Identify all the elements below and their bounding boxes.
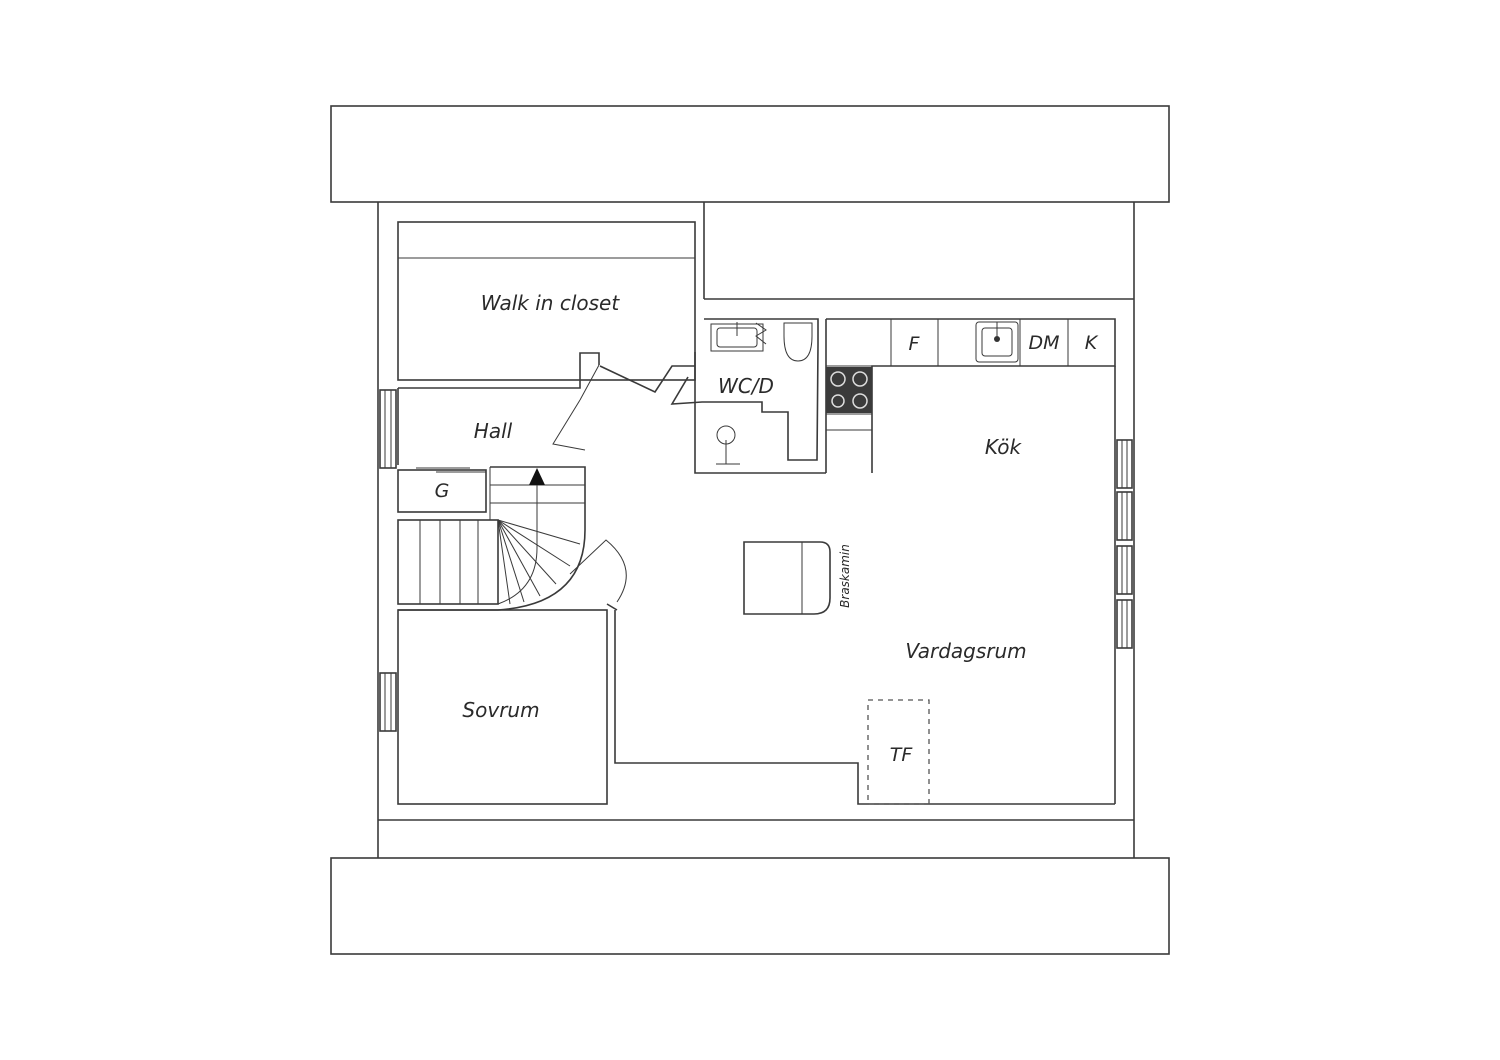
walk-in-closet-label: Walk in closet bbox=[481, 291, 621, 315]
wc-label: WC/D bbox=[718, 374, 774, 398]
freezer-label: K bbox=[1085, 332, 1099, 354]
sink-icon bbox=[975, 321, 1019, 363]
stove-icon bbox=[826, 367, 872, 413]
bedroom-label: Sovrum bbox=[462, 698, 539, 722]
wardrobe: G bbox=[397, 467, 487, 513]
walk-in-closet-room bbox=[397, 221, 696, 381]
living-room-label: Vardagsrum bbox=[905, 639, 1026, 663]
window-right-3 bbox=[1116, 545, 1133, 595]
bedroom-room bbox=[397, 539, 627, 805]
dishwasher-label: DM bbox=[1028, 332, 1059, 354]
living-room: TF bbox=[614, 366, 1116, 805]
stair-arrow-icon bbox=[529, 468, 545, 485]
fridge-label: F bbox=[909, 333, 921, 355]
fireplace-label: Braskamin bbox=[838, 544, 852, 608]
staircase bbox=[397, 466, 586, 611]
kitchen-label: Kök bbox=[985, 435, 1023, 459]
roof-top bbox=[330, 105, 1170, 203]
window-left-lower bbox=[379, 672, 397, 732]
outer-walls bbox=[377, 202, 1135, 858]
wardrobe-label: G bbox=[435, 480, 450, 502]
hall-room bbox=[397, 352, 695, 465]
window-right-1 bbox=[1116, 439, 1133, 489]
storage-label: TF bbox=[890, 744, 914, 766]
roof-bottom bbox=[330, 857, 1170, 955]
window-left-upper bbox=[379, 389, 397, 469]
window-right-2 bbox=[1116, 491, 1133, 541]
wc-room bbox=[670, 318, 826, 474]
window-right-4 bbox=[1116, 599, 1133, 649]
hall-label: Hall bbox=[474, 419, 513, 443]
fireplace-icon: Braskamin bbox=[743, 541, 852, 615]
storage-area bbox=[867, 699, 930, 805]
